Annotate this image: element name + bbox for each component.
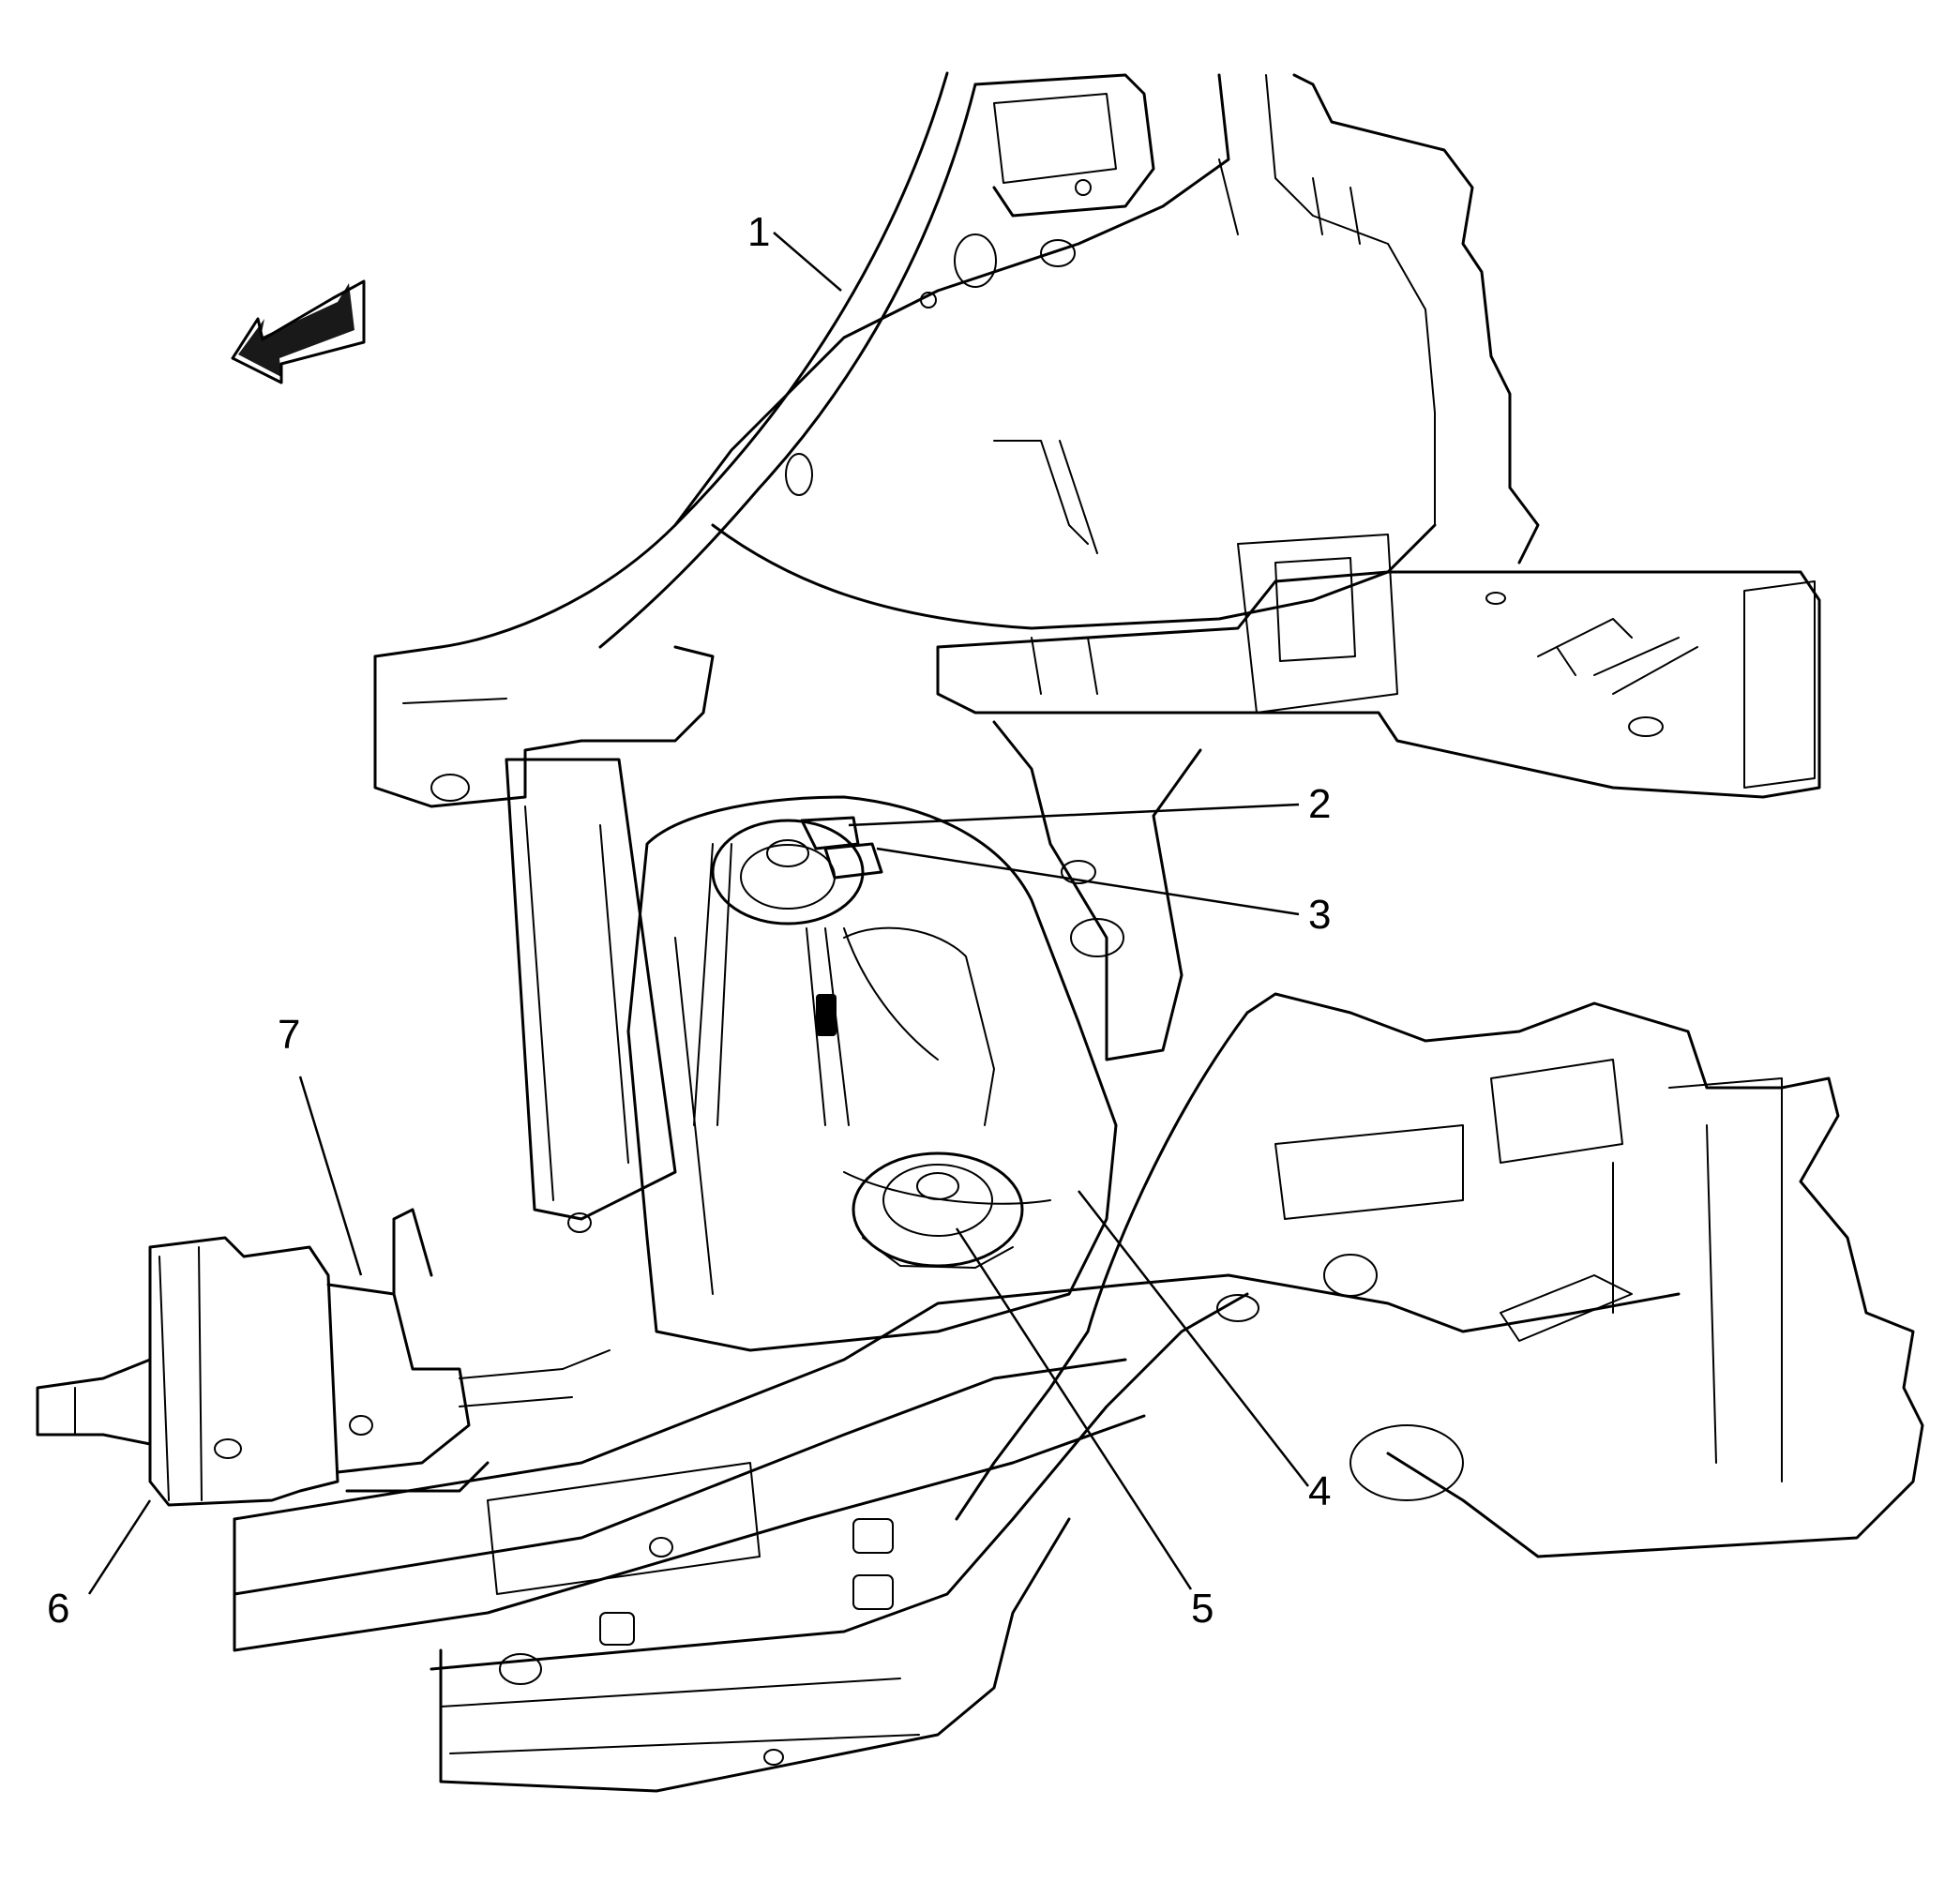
lower-right-body-structure bbox=[955, 992, 1924, 1558]
leader-5 bbox=[955, 1227, 1193, 1590]
callout-2: 2 bbox=[1308, 781, 1331, 827]
leader-4 bbox=[1078, 1190, 1309, 1487]
lower-rail-and-rocker bbox=[233, 1273, 1681, 1793]
evap-canister-assembly bbox=[36, 1208, 611, 1507]
leader-2 bbox=[848, 803, 1300, 827]
right-frame-rail bbox=[992, 720, 1202, 1061]
upper-body-structure bbox=[373, 71, 1540, 715]
fuel-pump-module bbox=[693, 816, 939, 1126]
leader-6 bbox=[87, 1499, 152, 1595]
leader-3 bbox=[876, 847, 1300, 916]
leader-1 bbox=[773, 232, 842, 292]
rear-cross-member bbox=[936, 534, 1821, 799]
callout-3: 3 bbox=[1308, 892, 1331, 938]
leader-7 bbox=[298, 1076, 363, 1276]
left-frame-rail bbox=[373, 645, 715, 1233]
callout-5: 5 bbox=[1191, 1586, 1214, 1632]
leader-lines bbox=[87, 232, 1309, 1595]
callout-7: 7 bbox=[278, 1012, 300, 1058]
fuel-sender-module bbox=[852, 1151, 1024, 1269]
callout-6: 6 bbox=[47, 1586, 69, 1632]
callout-labels: 1 2 3 4 5 6 7 bbox=[47, 209, 1331, 1632]
fuel-tank bbox=[626, 795, 1118, 1352]
callout-4: 4 bbox=[1308, 1468, 1331, 1514]
front-direction-arrow-icon bbox=[231, 279, 366, 384]
callout-1: 1 bbox=[747, 209, 770, 255]
